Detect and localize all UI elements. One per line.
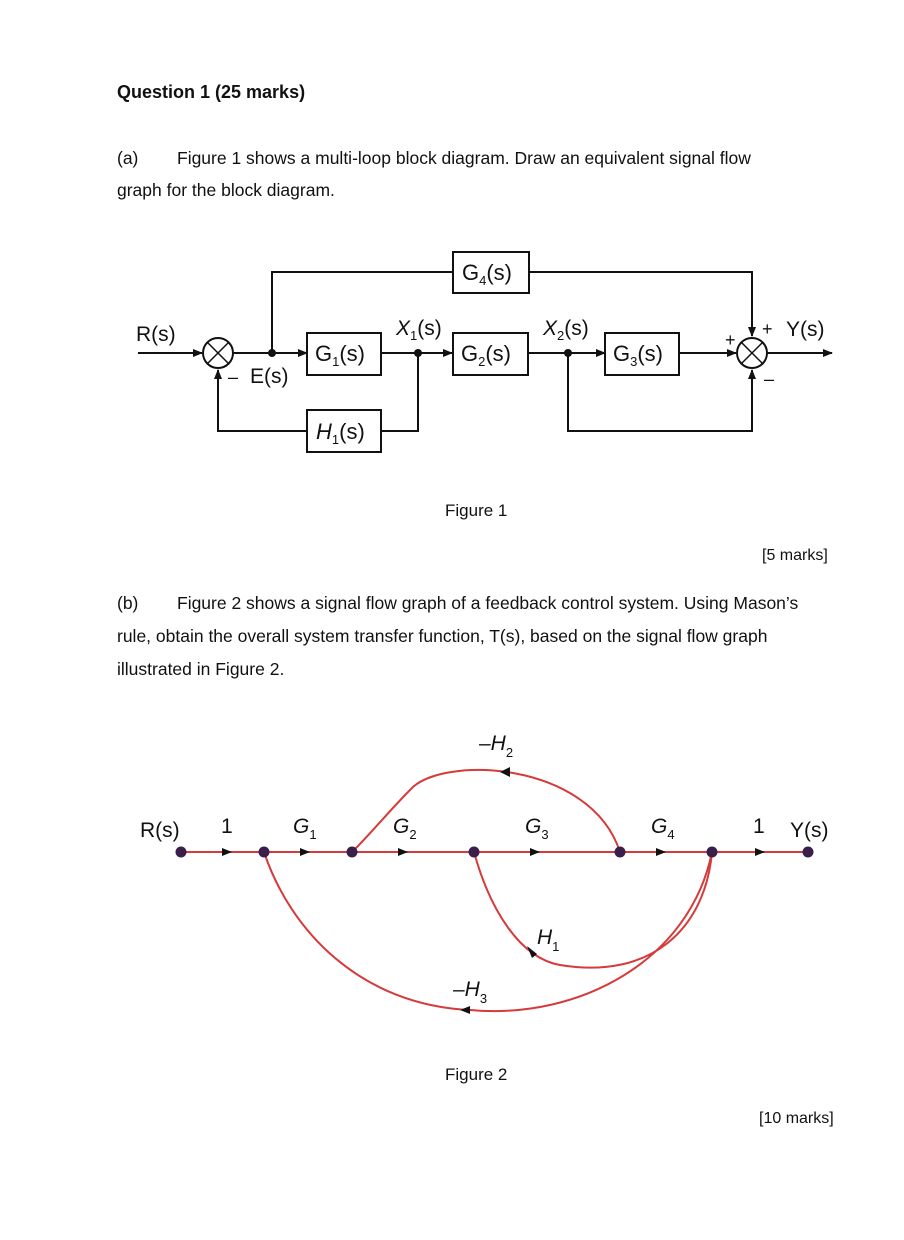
part-a-line2: graph for the block diagram. [117,180,335,200]
question-title: Question 1 (25 marks) [117,82,306,102]
part-b-line3: illustrated in Figure 2. [117,659,285,679]
part-a-text: (a) Figure 1 shows a multi-loop block dia… [117,142,847,206]
block-g2 [452,332,529,376]
block-g1 [306,332,382,376]
gain-label-h1: H1 [537,926,559,954]
part-a-marks: [5 marks] [762,547,828,564]
part-b-marks: [10 marks] [759,1110,834,1127]
gain-label-1b: 1 [753,815,765,838]
sum1-minus-sign: – [228,367,238,387]
block-g3 [604,332,680,376]
figure1-block-diagram: G1(s) G2(s) G3(s) G4(s) H1(s) R(s) Y(s) … [136,251,833,453]
fig2-output-label: Y(s) [790,819,829,842]
part-a-label: (a) [117,148,139,168]
block-h1 [306,409,382,453]
figure1-caption: Figure 1 [445,501,508,520]
part-b-line2: rule, obtain the overall system transfer… [117,626,768,646]
block-g2-label: G2(s) [461,341,511,369]
gain-label-h2: –H2 [478,732,513,760]
part-b-line1: Figure 2 shows a signal flow graph of a … [177,593,799,613]
figure2-caption: Figure 2 [445,1065,508,1084]
block-h1-label: H1(s) [316,419,365,447]
sfg-node-r [175,846,187,858]
sfg-node-2 [346,846,358,858]
fig2-input-label: R(s) [140,819,180,842]
sfg-node-4 [614,846,626,858]
sum2-plus-top: + [762,319,773,339]
sfg-node-y [802,846,814,858]
part-b-text: (b) Figure 2 shows a signal flow graph of… [117,587,847,686]
gain-label-g2: G2 [393,815,417,842]
block-g4-label: G4(s) [462,260,512,288]
fig1-output-label: Y(s) [786,318,825,341]
fig1-error-label: E(s) [250,365,289,388]
gain-label-g4: G4 [651,815,675,842]
part-a-line1: Figure 1 shows a multi-loop block diagra… [177,148,751,168]
sfg-node-3 [468,846,480,858]
sum2-minus-bottom: – [764,369,774,389]
gain-label-g1: G1 [293,815,317,842]
figure2-signal-flow-graph: R(s) Y(s) 1 G1 G2 G3 G4 1 –H2 H1 –H3 [140,732,829,1014]
sum2-plus-left: + [725,330,736,350]
gain-label-h3: –H3 [452,978,487,1006]
gain-label-1a: 1 [221,815,233,838]
fig1-x2-label: X2(s) [542,317,589,343]
sfg-node-5 [706,846,718,858]
part-b-label: (b) [117,593,139,613]
fig1-x1-label: X1(s) [395,317,442,343]
gain-label-g3: G3 [525,815,549,842]
block-g1-label: G1(s) [315,341,365,369]
sfg-node-1 [258,846,270,858]
fig1-input-label: R(s) [136,323,176,346]
block-g3-label: G3(s) [613,341,663,369]
block-g4 [452,251,530,294]
